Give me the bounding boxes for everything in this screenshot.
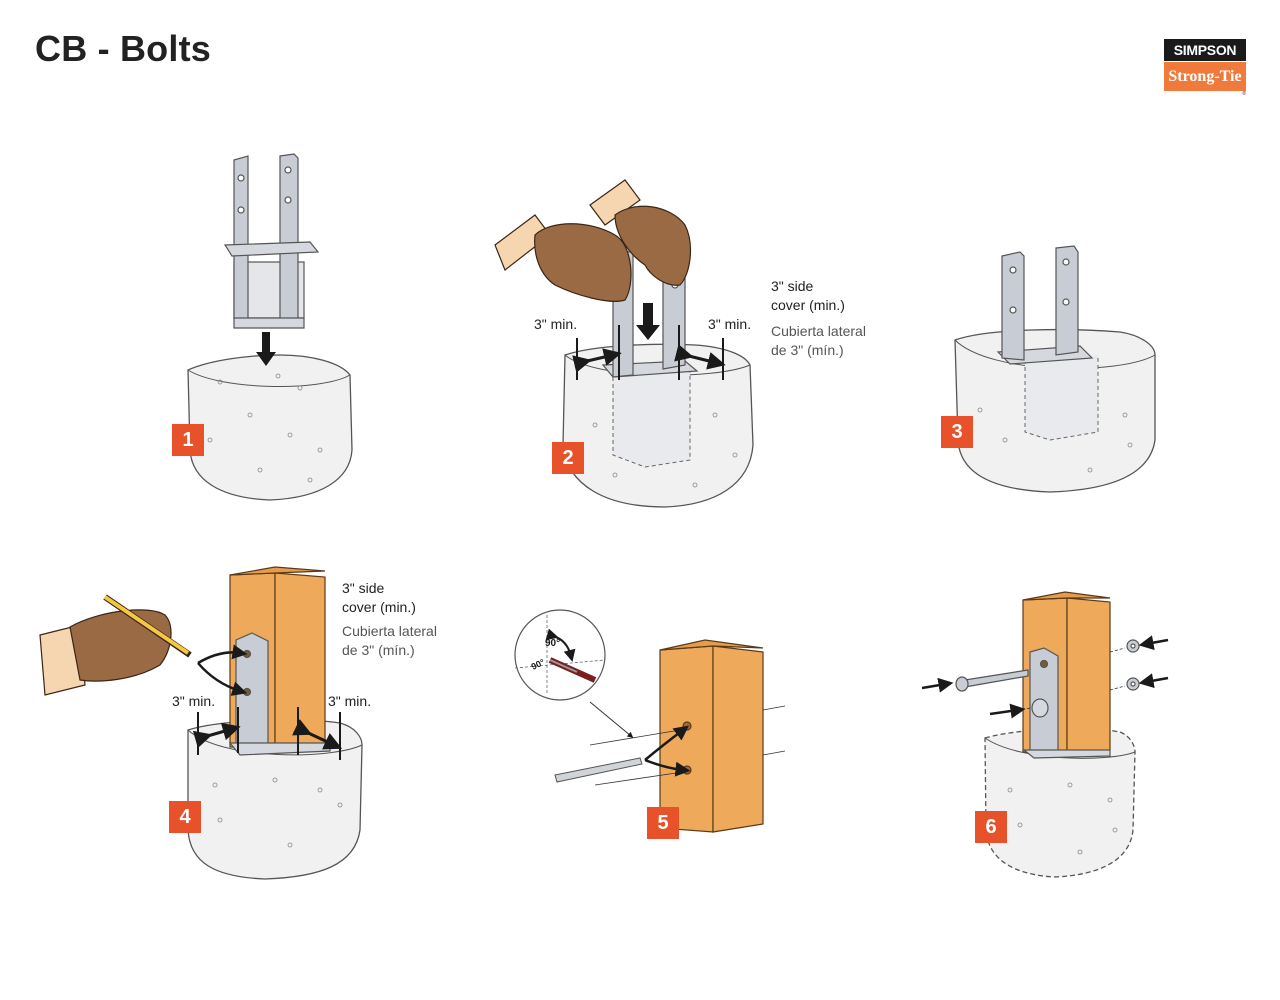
- step-4-illustration: [39, 566, 363, 880]
- nuts: [1126, 639, 1140, 691]
- insert-arrow-washer: [989, 703, 1026, 719]
- step-2-left-min-label: 3" min.: [534, 316, 578, 332]
- down-arrow-icon: [636, 303, 660, 340]
- cb-post-base: [996, 245, 1094, 365]
- side-cover-es-line-2: de 3" (mín.): [342, 642, 415, 658]
- step-3-illustration: [954, 245, 1156, 493]
- step-5-illustration: 90° 90°: [514, 609, 786, 833]
- page-title: CB - Bolts: [35, 28, 211, 69]
- step-4-right-min-label: 3" min.: [328, 693, 372, 709]
- step-1-illustration: [187, 153, 353, 501]
- side-cover-es-line-1: Cubierta lateral: [342, 623, 437, 639]
- side-cover-es-line-2: de 3" (mín.): [771, 342, 844, 358]
- step-4-side-cover-es: Cubierta lateral de 3" (mín.): [342, 622, 437, 660]
- step-3-badge: 3: [941, 416, 973, 448]
- side-cover-es-line-1: Cubierta lateral: [771, 323, 866, 339]
- gloved-hands: [494, 179, 691, 302]
- logo-top-text: SIMPSON: [1164, 39, 1246, 61]
- cb-post-base: [223, 153, 320, 329]
- step-2-badge: 2: [552, 442, 584, 474]
- washer: [1031, 698, 1049, 718]
- step-5-badge: 5: [647, 807, 679, 839]
- bolt: [955, 669, 1029, 692]
- step-4-side-cover-en: 3" side cover (min.): [342, 579, 416, 617]
- mark-arrow-bottom: [197, 662, 248, 696]
- concrete-footing: [187, 354, 353, 501]
- side-cover-en-line-1: 3" side: [771, 278, 814, 294]
- dimension-arrow-right: [292, 719, 343, 750]
- logo-bottom-text: Strong-Tie: [1164, 62, 1246, 91]
- hole-arrow-top: [644, 725, 689, 761]
- down-arrow-icon: [256, 332, 276, 366]
- step-2-side-cover-en: 3" side cover (min.): [771, 277, 845, 315]
- side-cover-en-line-2: cover (min.): [771, 297, 845, 313]
- step-4-badge: 4: [169, 801, 201, 833]
- dimension-arrow-right: [674, 344, 726, 370]
- drill-bit: [554, 757, 643, 783]
- hole-arrow-bottom: [644, 758, 691, 777]
- step-6-badge: 6: [975, 811, 1007, 843]
- dimension-arrow-left: [572, 348, 622, 373]
- angle-label-top: 90°: [545, 638, 560, 649]
- step-2-right-min-label: 3" min.: [708, 316, 752, 332]
- step-1-badge: 1: [172, 424, 204, 456]
- step-4-left-min-label: 3" min.: [172, 693, 216, 709]
- side-cover-en-line-1: 3" side: [342, 580, 385, 596]
- logo-trademark: ®: [1242, 91, 1246, 97]
- side-cover-en-line-2: cover (min.): [342, 599, 416, 615]
- drill-detail-inset: 90° 90°: [514, 609, 606, 701]
- mark-arrow-top: [197, 644, 248, 665]
- step-2-illustration: [494, 179, 754, 508]
- step-2-side-cover-es: Cubierta lateral de 3" (mín.): [771, 322, 866, 360]
- gloved-hand-with-pencil: [39, 594, 192, 696]
- dimension-arrow-left: [192, 722, 241, 749]
- insert-arrow-bolt: [921, 677, 954, 693]
- insert-arrow-nut-bottom: [1138, 673, 1169, 689]
- insert-arrow-nut-top: [1138, 635, 1169, 651]
- simpson-strong-tie-logo: SIMPSON Strong-Tie ®: [1164, 39, 1246, 97]
- step-6-illustration: [921, 591, 1169, 878]
